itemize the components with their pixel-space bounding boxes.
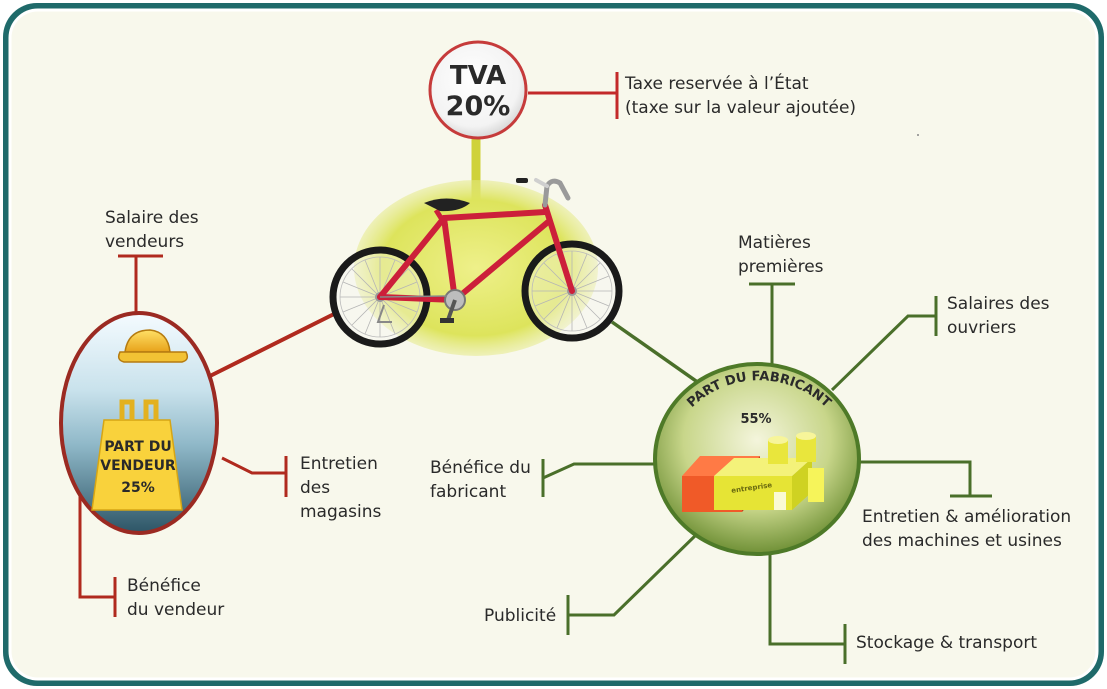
vendeur-title-line1: PART DU — [104, 439, 171, 455]
fabricant-salaires-line2: ouvriers — [947, 318, 1017, 338]
fabricant-percent: 55% — [740, 412, 771, 427]
vendeur-salaire-line1: Salaire des — [105, 208, 199, 228]
bike-glow — [354, 180, 598, 356]
fabricant-benefice-line2: fabricant — [430, 482, 507, 502]
tva-title: TVA — [450, 61, 506, 91]
fabricant-benefice-line1: Bénéfice du — [430, 458, 531, 478]
fabricant-entretien-line1: Entretien & amélioration — [862, 507, 1072, 527]
fabricant-publicite-line — [568, 531, 700, 617]
fabricant-salaires-line — [830, 314, 936, 392]
bicycle-icon — [329, 178, 623, 348]
vendeur-salaire-label: Salaire des vendeurs — [105, 206, 199, 254]
vendeur-benefice-line1: Bénéfice — [127, 576, 201, 596]
vendeur-benefice-line — [78, 496, 115, 599]
vendeur-to-bike-line — [209, 311, 337, 378]
fabricant-stockage-line1: Stockage & transport — [856, 633, 1038, 653]
vendeur-percent: 25% — [121, 480, 155, 496]
vendeur-benefice-line2: du vendeur — [127, 600, 225, 620]
fabricant-salaires-label: Salaires des ouvriers — [947, 292, 1050, 340]
tva-label-line1: Taxe reservée à l’État — [625, 74, 809, 94]
bike-to-fabricant-line — [610, 320, 708, 390]
vendeur-entretien-label: Entretien des magasins — [300, 452, 381, 524]
fabricant-entretien-line — [860, 460, 972, 496]
fabricant-matieres-line2: premières — [738, 257, 824, 277]
fabricant-matieres-label: Matières premières — [738, 231, 824, 279]
fabricant-publicite-label: Publicité — [484, 604, 556, 628]
tva-percent: 20% — [446, 91, 511, 122]
vendeur-salaire-line2: vendeurs — [105, 232, 185, 252]
tva-circle — [428, 40, 528, 140]
fabricant-publicite-line1: Publicité — [484, 606, 557, 626]
fabricant-benefice-label: Bénéfice du fabricant — [430, 456, 531, 504]
fabricant-matieres-line1: Matières — [738, 233, 811, 253]
vendeur-entretien-line — [221, 456, 286, 475]
vendeur-benefice-label: Bénéfice du vendeur — [127, 574, 224, 622]
fabricant-entretien-label: Entretien & amélioration des machines et… — [862, 505, 1071, 553]
fabricant-entretien-line2: des machines et usines — [862, 531, 1062, 551]
vendeur-entretien-line2: des — [300, 478, 331, 498]
tva-label: Taxe reservée à l’État (taxe sur la vale… — [625, 72, 856, 120]
cap-icon — [117, 329, 189, 363]
fabricant-salaires-line1: Salaires des — [947, 294, 1050, 314]
fabricant-benefice-line — [542, 462, 656, 480]
vendeur-entretien-line1: Entretien — [300, 454, 378, 474]
tva-label-line2: (taxe sur la valeur ajoutée) — [625, 98, 857, 118]
vendeur-entretien-line3: magasins — [300, 502, 382, 522]
fabricant-stockage-line — [768, 552, 845, 646]
vendeur-title-line2: VENDEUR — [100, 458, 176, 474]
factory-icon — [682, 432, 824, 512]
fabricant-stockage-label: Stockage & transport — [856, 631, 1037, 655]
stray-dot — [917, 134, 919, 136]
shopping-bag-icon — [91, 399, 183, 511]
